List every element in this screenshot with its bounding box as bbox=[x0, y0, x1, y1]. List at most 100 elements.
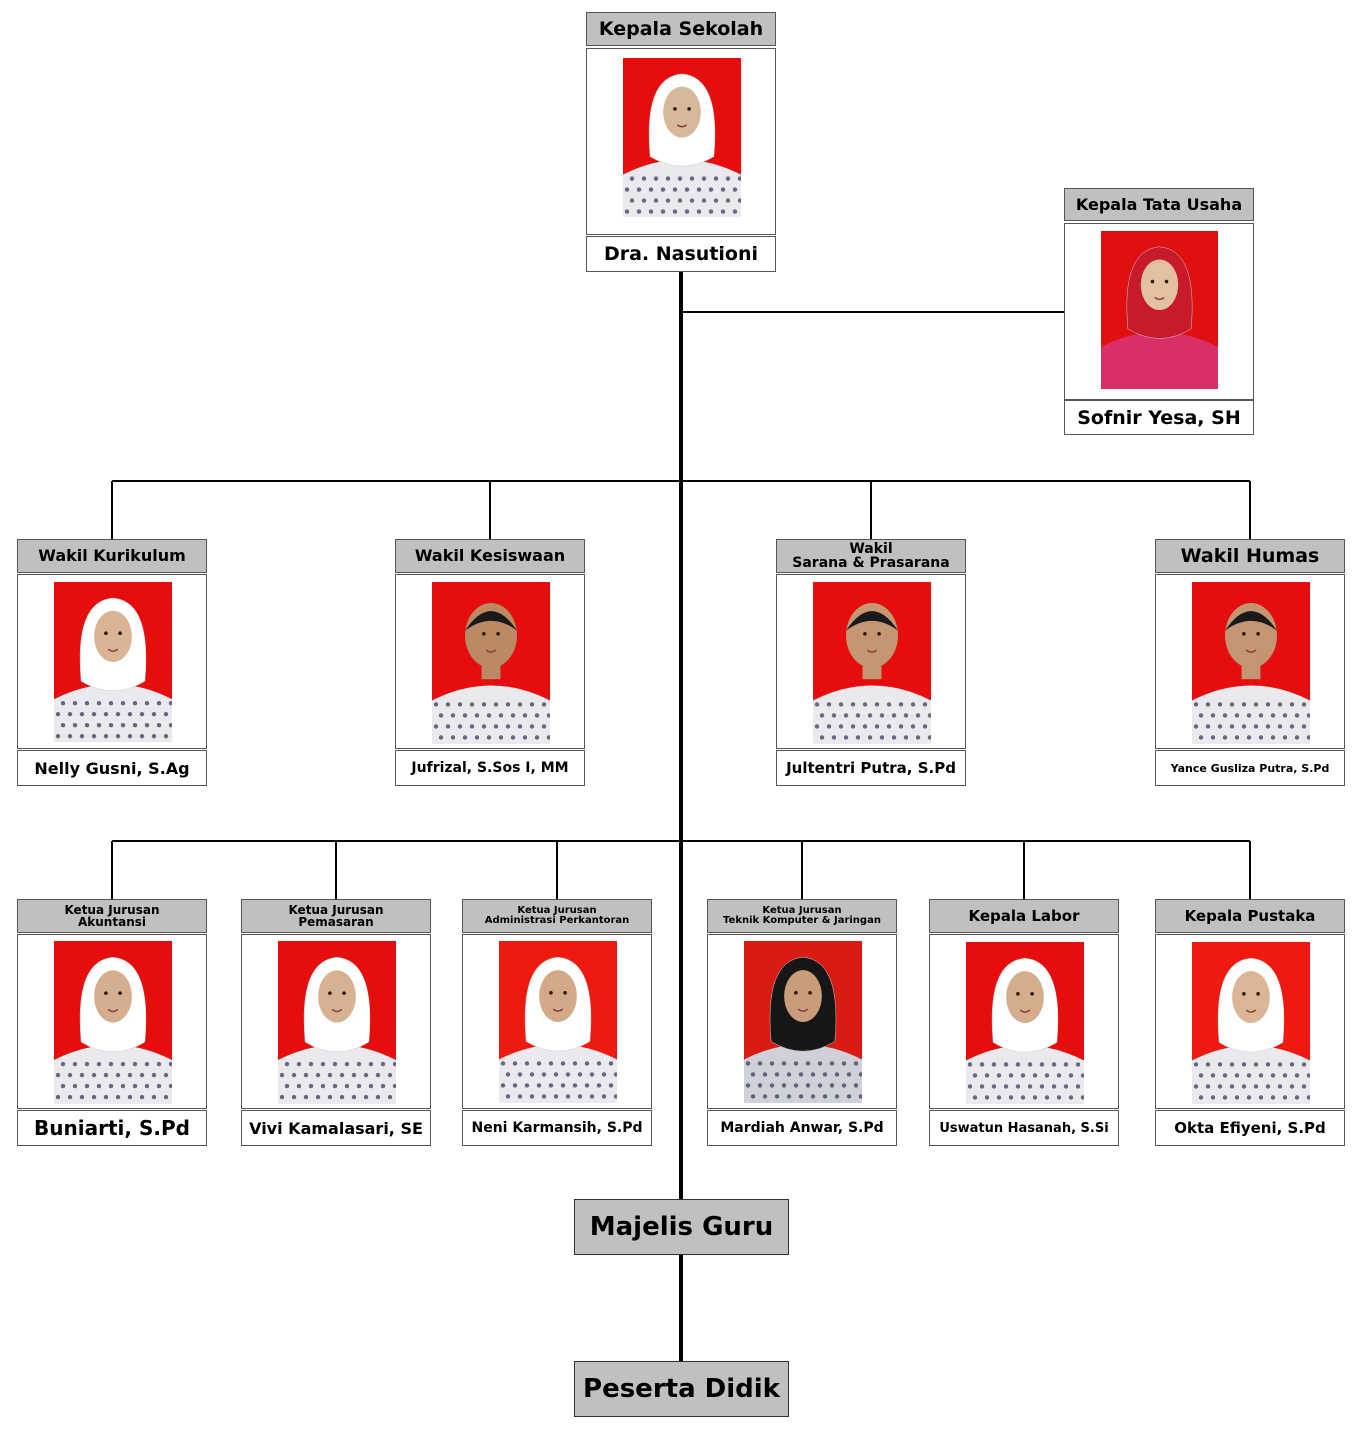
batik-dot bbox=[1193, 702, 1199, 707]
batik-dot bbox=[891, 713, 897, 718]
batik-dot bbox=[529, 1094, 535, 1099]
batik-dot bbox=[829, 1061, 835, 1066]
batik-dot bbox=[469, 702, 475, 707]
batik-dot bbox=[867, 713, 873, 718]
batik-dot bbox=[810, 1094, 816, 1099]
batik-dot bbox=[596, 1083, 602, 1088]
batik-dot bbox=[284, 1061, 290, 1067]
node-name: Vivi Kamalasari, SE bbox=[241, 1110, 431, 1146]
batik-dot bbox=[72, 1083, 78, 1089]
batik-dot bbox=[481, 702, 487, 707]
node-title: Kepala Sekolah bbox=[586, 12, 776, 46]
batik-dot bbox=[450, 713, 456, 718]
batik-dot bbox=[1205, 1084, 1211, 1089]
batik-dot bbox=[831, 713, 837, 718]
portrait-photo bbox=[813, 582, 931, 744]
batik-dot bbox=[522, 713, 528, 718]
batik-dot bbox=[1205, 702, 1211, 707]
batik-dot bbox=[1075, 1062, 1081, 1067]
mouth-shape bbox=[1245, 649, 1257, 653]
mouth-shape bbox=[107, 648, 119, 652]
batik-dot bbox=[1246, 713, 1252, 718]
face-shape bbox=[1006, 971, 1044, 1023]
node-name: Yance Gusliza Putra, S.Pd bbox=[1155, 750, 1345, 786]
batik-dot bbox=[450, 735, 456, 740]
batik-dot bbox=[1282, 1095, 1288, 1100]
batik-dot bbox=[786, 1094, 792, 1099]
node-name-text: Uswatun Hasanah, S.Si bbox=[939, 1120, 1109, 1136]
batik-dot bbox=[115, 1072, 121, 1078]
batik-dot bbox=[120, 1083, 126, 1089]
batik-dot bbox=[96, 723, 102, 728]
batik-dot bbox=[1008, 1073, 1014, 1078]
batik-dot bbox=[1032, 1095, 1038, 1100]
batik-dot bbox=[1020, 1095, 1026, 1100]
eye-shape bbox=[104, 631, 108, 635]
batik-dot bbox=[886, 702, 892, 707]
batik-dot bbox=[1210, 1095, 1216, 1100]
mouth-shape bbox=[1019, 1009, 1031, 1013]
batik-dot bbox=[529, 702, 535, 707]
batik-dot bbox=[1253, 702, 1259, 707]
batik-dot bbox=[855, 713, 861, 718]
batik-dot bbox=[636, 187, 642, 192]
batik-dot bbox=[139, 712, 145, 717]
batik-dot bbox=[1229, 724, 1235, 729]
node-name: Mardiah Anwar, S.Pd bbox=[707, 1110, 897, 1146]
batik-dot bbox=[850, 702, 856, 707]
batik-dot bbox=[553, 1094, 559, 1099]
batik-dot bbox=[1277, 724, 1283, 729]
batik-dot bbox=[1051, 1084, 1057, 1089]
photo-frame bbox=[17, 934, 207, 1109]
batik-dot bbox=[1015, 1062, 1021, 1067]
batik-dot bbox=[1229, 702, 1235, 707]
batik-dot bbox=[120, 723, 126, 728]
eye-shape bbox=[496, 632, 500, 636]
batik-dot bbox=[1205, 724, 1211, 729]
photo-frame bbox=[1155, 934, 1345, 1109]
batik-dot bbox=[522, 735, 528, 740]
batik-dot bbox=[320, 1061, 326, 1067]
node-title-line-1: Ketua Jurusan bbox=[288, 903, 384, 917]
batik-dot bbox=[120, 701, 126, 706]
photo-frame bbox=[929, 934, 1119, 1109]
batik-dot bbox=[858, 1072, 862, 1077]
batik-dot bbox=[1020, 1073, 1026, 1078]
node-name-text: Mardiah Anwar, S.Pd bbox=[720, 1120, 884, 1136]
batik-dot bbox=[486, 713, 492, 718]
batik-dot bbox=[1234, 713, 1240, 718]
node-title: Wakil Humas bbox=[1155, 539, 1345, 573]
face-shape bbox=[94, 610, 132, 662]
batik-dot bbox=[1080, 1095, 1084, 1100]
batik-dot bbox=[853, 1083, 859, 1088]
batik-dot bbox=[624, 209, 630, 214]
eye-shape bbox=[1150, 279, 1155, 284]
node-title-text: Wakil Kesiswaan bbox=[414, 546, 566, 565]
batik-pattern bbox=[500, 1061, 617, 1099]
batik-dot bbox=[927, 713, 931, 718]
node-title-text: Kepala Pustaka bbox=[1184, 906, 1316, 925]
batik-dot bbox=[536, 1083, 542, 1088]
batik-dot bbox=[577, 1094, 583, 1099]
batik-dot bbox=[1277, 1062, 1283, 1067]
batik-dot bbox=[805, 1061, 811, 1066]
batik-dot bbox=[79, 1072, 85, 1078]
photo-frame bbox=[17, 574, 207, 749]
batik-dot bbox=[1277, 1084, 1283, 1089]
batik-dot bbox=[786, 1072, 792, 1077]
batik-dot bbox=[163, 734, 169, 739]
batik-dot bbox=[653, 176, 659, 181]
batik-dot bbox=[641, 198, 647, 203]
batik-dot bbox=[684, 209, 690, 214]
batik-dot bbox=[512, 1083, 518, 1088]
batik-dot bbox=[996, 1095, 1002, 1100]
face-shape bbox=[94, 970, 132, 1023]
batik-dot bbox=[438, 713, 444, 718]
batik-dot bbox=[898, 702, 904, 707]
portrait-photo bbox=[432, 582, 550, 744]
eye-shape bbox=[1164, 279, 1169, 284]
batik-dot bbox=[798, 1094, 804, 1099]
batik-dot bbox=[433, 724, 439, 729]
batik-dot bbox=[469, 724, 475, 729]
batik-dot bbox=[344, 1083, 350, 1089]
